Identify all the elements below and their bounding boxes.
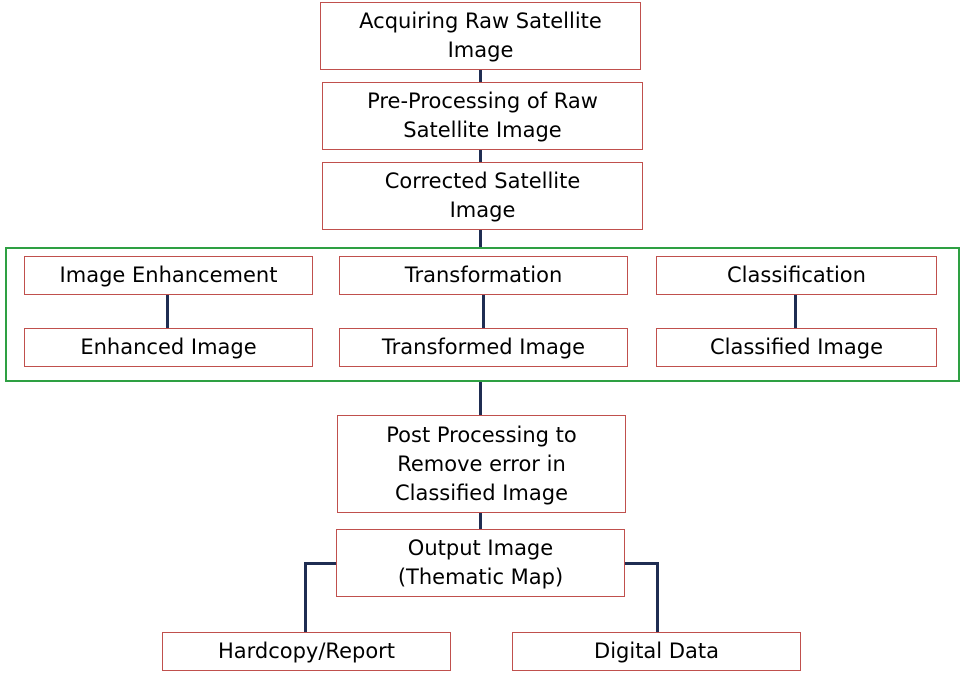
image-enhancement-box: Image Enhancement bbox=[24, 256, 313, 295]
enhanced-image-box: Enhanced Image bbox=[24, 328, 313, 367]
hardcopy-report-label: Hardcopy/Report bbox=[217, 639, 396, 663]
preprocessing-box: Pre-Processing of Raw Satellite Image bbox=[322, 82, 643, 150]
preprocessing-label: Pre-Processing of Raw Satellite Image bbox=[367, 89, 598, 142]
classified-image-box: Classified Image bbox=[656, 328, 937, 367]
connector-output-hardcopy bbox=[304, 562, 307, 633]
digital-data-box: Digital Data bbox=[512, 632, 801, 671]
transformed-image-label: Transformed Image bbox=[381, 335, 586, 359]
classified-image-label: Classified Image bbox=[709, 335, 883, 359]
output-image-label: Output Image (Thematic Map) bbox=[397, 536, 564, 589]
connector-output-left-horizontal bbox=[304, 562, 338, 565]
enhanced-image-label: Enhanced Image bbox=[80, 335, 257, 359]
classification-box: Classification bbox=[656, 256, 937, 295]
image-enhancement-label: Image Enhancement bbox=[59, 263, 278, 287]
acquiring-label: Acquiring Raw Satellite Image bbox=[359, 9, 602, 62]
connector-post-processing-output bbox=[479, 512, 482, 530]
classification-label: Classification bbox=[727, 263, 866, 287]
processing-group bbox=[5, 247, 960, 382]
connector-classification-classified bbox=[794, 294, 797, 328]
transformation-label: Transformation bbox=[404, 263, 563, 287]
connector-preprocessing-corrected bbox=[479, 149, 482, 163]
connector-output-digital bbox=[656, 562, 659, 633]
connector-acquiring-preprocessing bbox=[479, 69, 482, 83]
connector-transformation-transformed bbox=[482, 294, 485, 328]
output-image-box: Output Image (Thematic Map) bbox=[336, 529, 625, 597]
acquiring-raw-satellite-image-box: Acquiring Raw Satellite Image bbox=[320, 2, 641, 70]
connector-group-post-processing bbox=[479, 381, 482, 416]
corrected-satellite-image-box: Corrected Satellite Image bbox=[322, 162, 643, 230]
transformed-image-box: Transformed Image bbox=[339, 328, 628, 367]
hardcopy-report-box: Hardcopy/Report bbox=[162, 632, 451, 671]
connector-output-right-horizontal bbox=[624, 562, 659, 565]
digital-data-label: Digital Data bbox=[594, 639, 719, 663]
connector-corrected-group bbox=[479, 229, 482, 248]
corrected-label: Corrected Satellite Image bbox=[384, 169, 581, 222]
post-processing-label: Post Processing to Remove error in Class… bbox=[386, 422, 577, 505]
transformation-box: Transformation bbox=[339, 256, 628, 295]
connector-enhancement-enhanced bbox=[166, 294, 169, 328]
post-processing-box: Post Processing to Remove error in Class… bbox=[337, 415, 626, 513]
